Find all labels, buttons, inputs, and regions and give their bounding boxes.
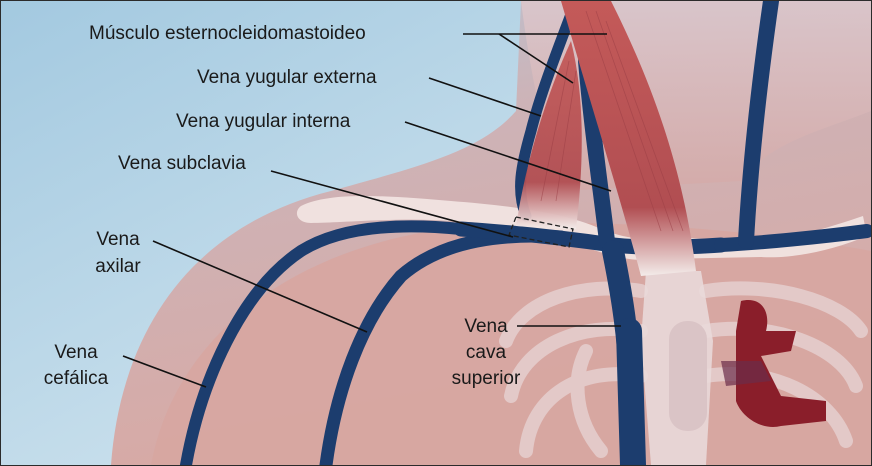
- label-svc-line1: Vena: [441, 315, 531, 338]
- manubrium: [669, 321, 707, 431]
- label-cephalic-line1: Vena: [31, 341, 121, 364]
- label-external-jugular: Vena yugular externa: [197, 66, 377, 89]
- label-scm: Músculo esternocleidomastoideo: [89, 22, 366, 45]
- superior-vena-cava: [629, 331, 633, 465]
- label-internal-jugular: Vena yugular interna: [176, 110, 350, 133]
- label-svc-line2: cava: [441, 341, 531, 364]
- label-axillary-line1: Vena: [87, 228, 149, 251]
- label-svc-line3: superior: [441, 367, 531, 390]
- label-axillary-line2: axilar: [87, 255, 149, 278]
- label-cephalic-line2: cefálica: [31, 367, 121, 390]
- label-subclavian: Vena subclavia: [118, 152, 246, 175]
